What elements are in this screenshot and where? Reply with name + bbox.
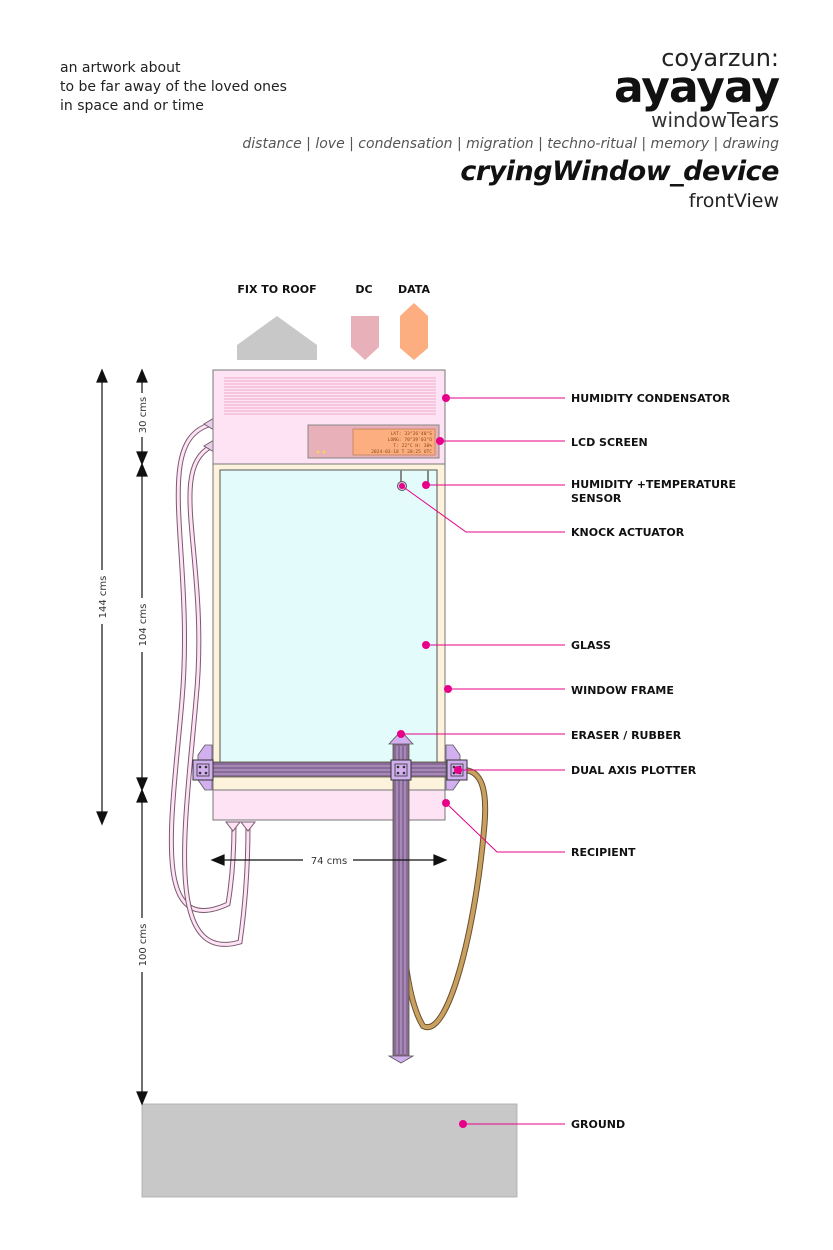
intro-line-3: in space and or time (60, 98, 204, 114)
lcd-led-icon (316, 450, 320, 454)
plotter-block-center (390, 759, 412, 781)
label-plotter: DUAL AXIS PLOTTER (571, 764, 697, 777)
ground-block (141, 1103, 518, 1198)
dim-100-label: 100 cms (138, 924, 149, 967)
condensator-grille (224, 377, 436, 415)
view-title: frontView (688, 190, 779, 212)
fix-to-roof-label: FIX TO ROOF (237, 283, 316, 296)
lcd-line-3: T: 22°C H: 38% (393, 443, 432, 449)
label-ground: GROUND (571, 1118, 625, 1131)
dim-74-bg (303, 852, 353, 868)
dim-30-label: 30 cms (138, 397, 149, 433)
lcd-line-2: LONG: 70°39'03"O (388, 437, 432, 443)
left-cables (168, 417, 257, 947)
label-sensor-line-1: HUMIDITY +TEMPERATURE (571, 478, 736, 491)
dim-104-bg (136, 598, 148, 652)
data-label: DATA (398, 283, 430, 296)
glass-pane (219, 469, 438, 771)
label-eraser: ERASER / RUBBER (571, 729, 682, 742)
roof-fixture (237, 316, 317, 360)
data-connector (400, 303, 428, 360)
label-window-frame: WINDOW FRAME (571, 684, 674, 697)
label-lcd-screen: LCD SCREEN (571, 436, 648, 449)
label-glass: GLASS (571, 639, 611, 652)
dim-144-label: 144 cms (98, 576, 109, 619)
dim-30-bg (136, 393, 148, 437)
device-title: cryingWindow_device (460, 156, 779, 187)
intro-line-2: to be far away of the loved ones (60, 79, 287, 95)
lcd-line-1: LAT: 33°26'40"S (391, 431, 433, 437)
label-recipient: RECIPIENT (571, 846, 636, 859)
lcd-display (352, 428, 436, 456)
dim-74-label: 74 cms (311, 856, 347, 867)
label-sensor-line-2: SENSOR (571, 492, 622, 505)
dc-connector (351, 316, 379, 360)
intro-text: an artwork about to be far away of the l… (60, 59, 287, 116)
dc-label: DC (355, 283, 372, 296)
lcd-led-icon (322, 450, 326, 454)
keywords: distance | love | condensation | migrati… (242, 136, 779, 152)
author-name: coyarzun: (661, 44, 779, 72)
artwork-subtitle: windowTears (651, 108, 779, 132)
artwork-title: ayayay (613, 62, 780, 113)
callout-dots (397, 394, 467, 1128)
lcd-line-4: 2024-03-18 T 20:25 UTC (371, 449, 432, 455)
plotter-block-left (192, 759, 214, 781)
rod-end-cap (387, 1055, 415, 1064)
intro-line-1: an artwork about (60, 60, 181, 76)
dim-144-bg (96, 570, 108, 624)
label-humidity-condensator: HUMIDITY CONDENSATOR (571, 392, 731, 405)
label-knock-actuator: KNOCK ACTUATOR (571, 526, 685, 539)
callout-lines (401, 397, 565, 1125)
dim-104-label: 104 cms (138, 604, 149, 647)
dim-100-bg (136, 918, 148, 972)
recipient (212, 789, 446, 821)
